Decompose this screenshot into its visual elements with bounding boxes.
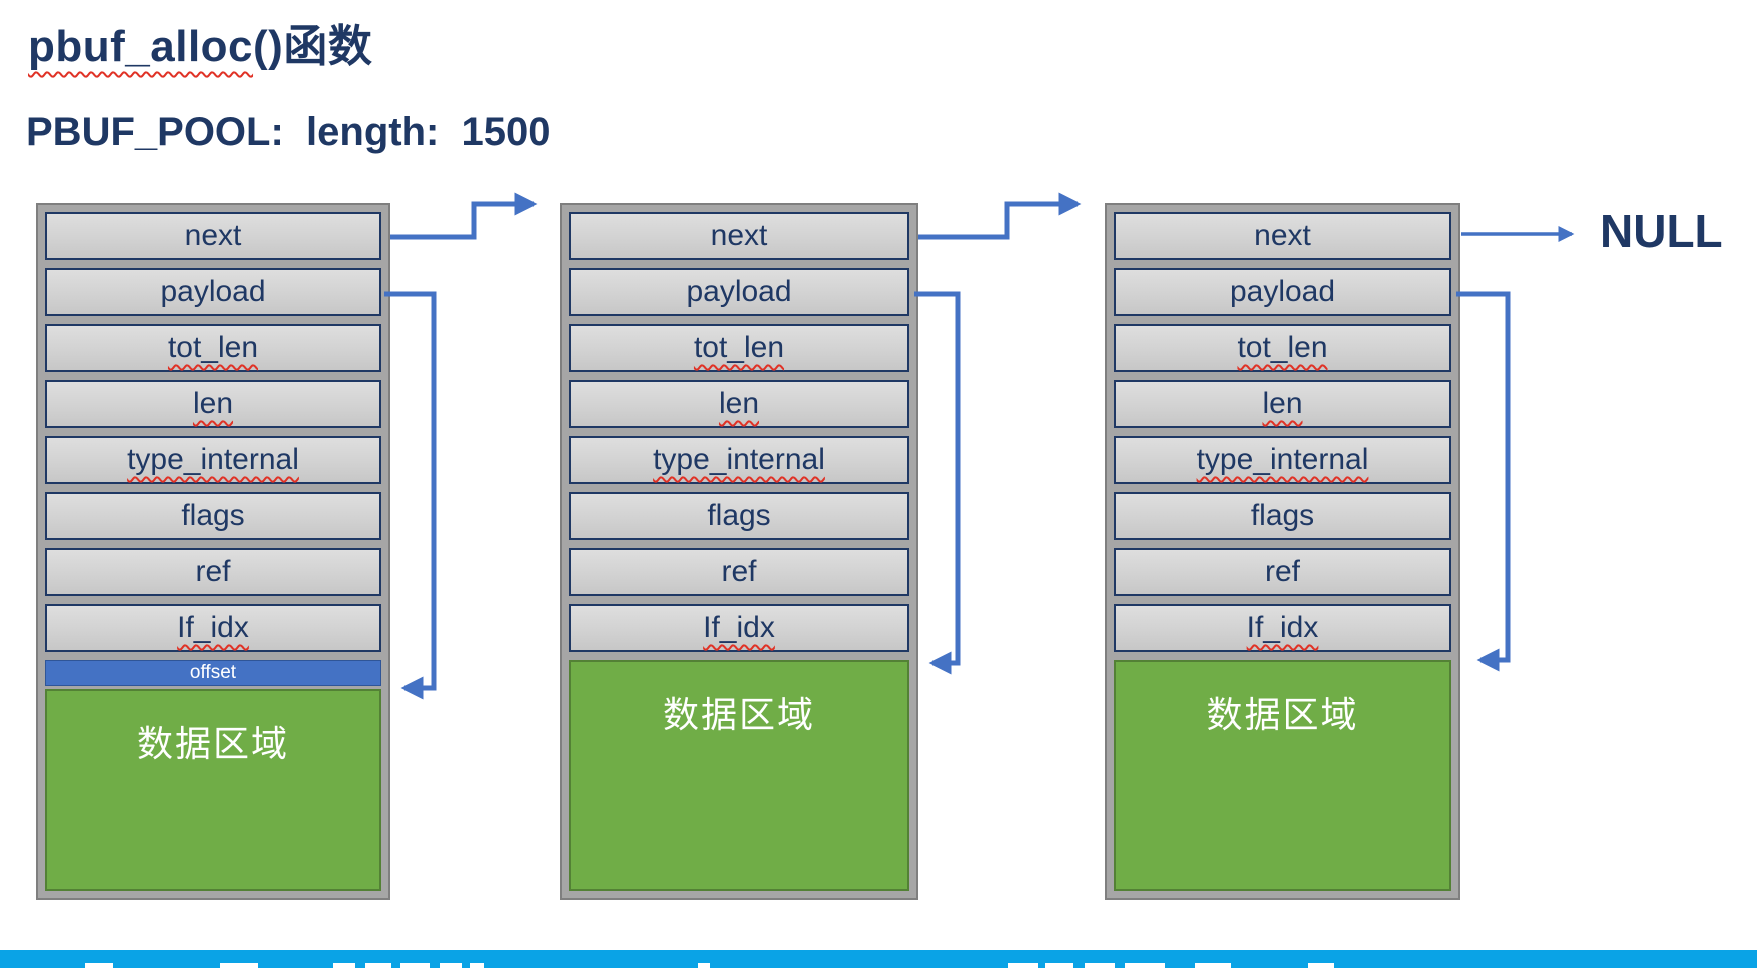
field-label-if-idx: If_idx (703, 611, 775, 644)
field-cell-tot-len: tot_len (1114, 324, 1451, 372)
field-cell-ref: ref (1114, 548, 1451, 596)
field-label-payload: payload (160, 275, 266, 308)
field-cell-tot-len: tot_len (569, 324, 909, 372)
field-label-ref: ref (721, 555, 757, 588)
footer-bar (0, 950, 1757, 968)
field-cell-payload: payload (569, 268, 909, 316)
data-area-2: 数据区域 (569, 660, 909, 891)
field-label-next: next (710, 219, 768, 252)
field-label-type-internal: type_internal (127, 443, 299, 476)
field-cell-next: next (569, 212, 909, 260)
data-area-3: 数据区域 (1114, 660, 1451, 891)
field-label-tot-len: tot_len (167, 331, 259, 364)
offset-bar: offset (45, 660, 381, 686)
page-title-function-name: pbuf_alloc (28, 22, 254, 71)
field-label-flags: flags (1250, 499, 1315, 532)
field-label-payload: payload (1229, 275, 1336, 308)
page-title-suffix: ()函数 (253, 22, 373, 71)
offset-label: offset (189, 662, 237, 683)
field-label-len: len (192, 387, 234, 420)
next-arrow-2 (918, 192, 1082, 240)
field-cell-len: len (45, 380, 381, 428)
field-cell-type-internal: type_internal (1114, 436, 1451, 484)
field-cell-tot-len: tot_len (45, 324, 381, 372)
field-label-if-idx: If_idx (1246, 611, 1319, 644)
pbuf-box-3: next payload tot_len len type_internal f… (1105, 203, 1460, 900)
field-cell-ref: ref (569, 548, 909, 596)
data-area-1: 数据区域 (45, 689, 381, 891)
field-cell-flags: flags (569, 492, 909, 540)
data-area-label: 数据区域 (662, 694, 815, 735)
field-cell-next: next (1114, 212, 1451, 260)
field-cell-flags: flags (1114, 492, 1451, 540)
field-cell-if-idx: If_idx (1114, 604, 1451, 652)
field-label-tot-len: tot_len (693, 331, 785, 364)
field-cell-len: len (569, 380, 909, 428)
field-label-type-internal: type_internal (1196, 443, 1369, 476)
field-label-ref: ref (195, 555, 231, 588)
field-label-payload: payload (686, 275, 792, 308)
payload-arrow-3 (1456, 291, 1511, 672)
page-title: pbuf_alloc()函数 (28, 10, 372, 74)
field-cell-ref: ref (45, 548, 381, 596)
field-label-ref: ref (1264, 555, 1300, 588)
field-cell-len: len (1114, 380, 1451, 428)
field-label-type-internal: type_internal (653, 443, 825, 476)
data-area-label: 数据区域 (1206, 694, 1359, 735)
field-cell-flags: flags (45, 492, 381, 540)
field-label-len: len (1262, 387, 1303, 420)
field-label-next: next (1254, 219, 1311, 252)
data-area-label: 数据区域 (136, 723, 289, 764)
field-cell-if-idx: If_idx (569, 604, 909, 652)
field-cell-type-internal: type_internal (569, 436, 909, 484)
field-label-tot-len: tot_len (1237, 331, 1328, 364)
pbuf-box-1: next payload tot_len len type_internal f… (36, 203, 390, 900)
next-arrow-1 (390, 192, 538, 240)
field-cell-payload: payload (45, 268, 381, 316)
field-label-flags: flags (707, 499, 771, 532)
field-label-flags: flags (181, 499, 245, 532)
payload-arrow-1 (384, 291, 437, 700)
field-cell-payload: payload (1114, 268, 1451, 316)
field-cell-next: next (45, 212, 381, 260)
pbuf-box-2: next payload tot_len len type_internal f… (560, 203, 918, 900)
field-cell-type-internal: type_internal (45, 436, 381, 484)
null-label: NULL (1600, 205, 1723, 257)
field-label-if-idx: If_idx (177, 611, 249, 644)
payload-arrow-2 (914, 291, 961, 675)
field-cell-if-idx: If_idx (45, 604, 381, 652)
subtitle-pbuf-pool: PBUF_POOL: length: 1500 (26, 110, 551, 154)
field-label-next: next (184, 219, 242, 252)
field-label-len: len (718, 387, 760, 420)
